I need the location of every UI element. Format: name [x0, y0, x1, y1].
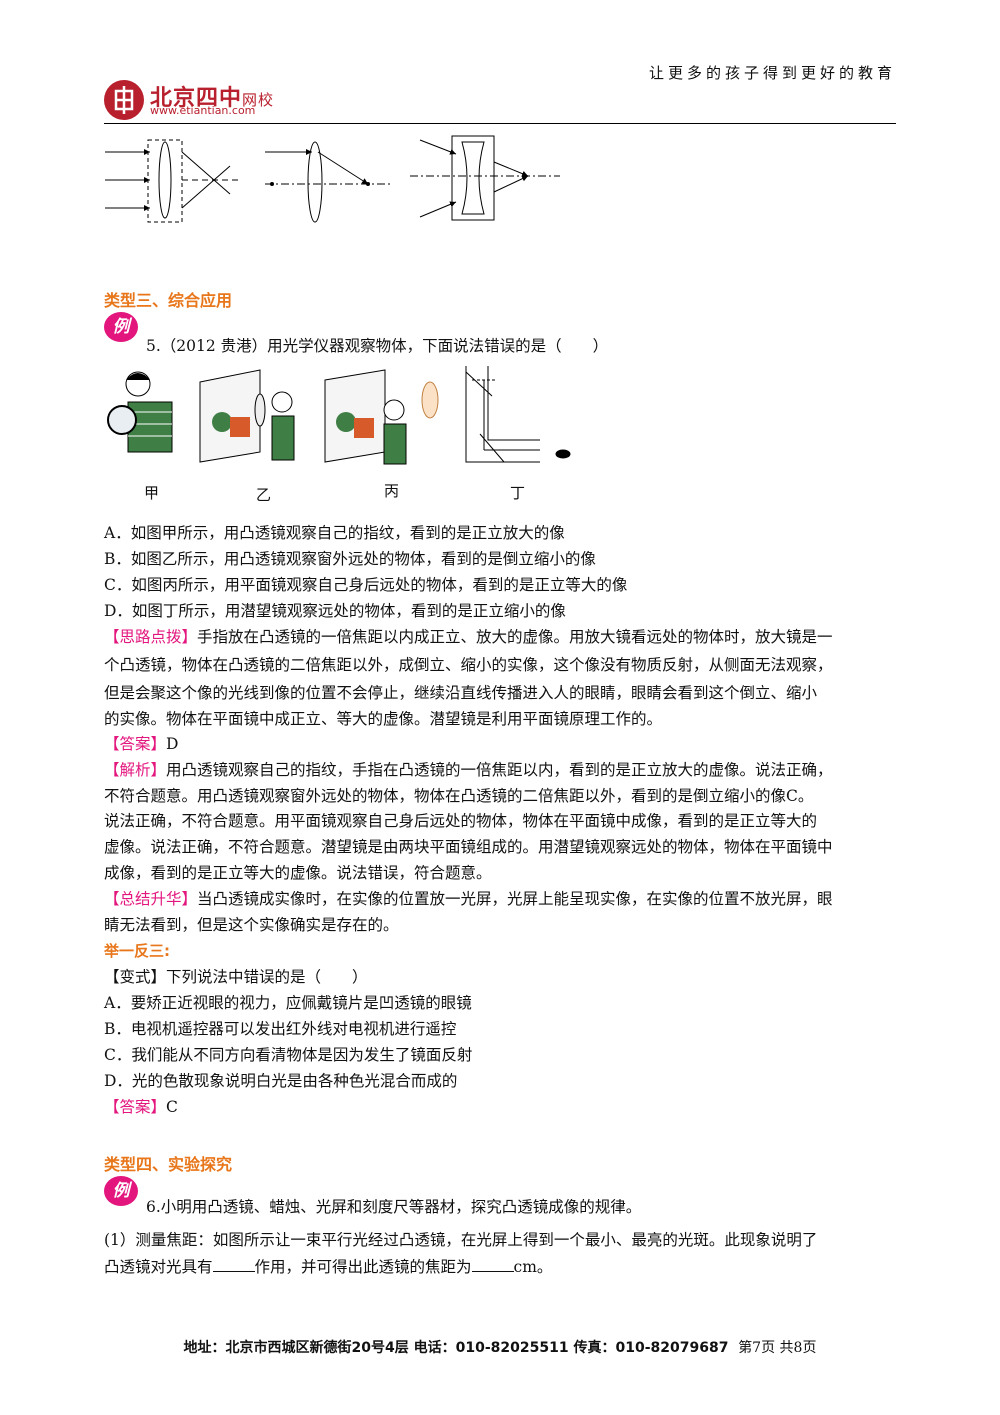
analysis-line-4: 虚像。说法正确，不符合题意。潜望镜是由两块平面镜组成的。用潜望镜观察远处的物体，…: [104, 838, 833, 856]
hint-line-2: 个凸透镜，物体在凸透镜的二倍焦距以外，成倒立、缩小的实像，这个像没有物质反射，从…: [104, 656, 833, 674]
analysis-line-5: 成像，看到的是正立等大的虚像。说法错误，符合题意。: [104, 864, 492, 882]
summary-tag: 【总结升华】: [104, 890, 198, 908]
caption-yi: 乙: [256, 486, 272, 504]
concave-lens-box-diagram: [410, 135, 560, 221]
caption-bing: 丙: [384, 482, 400, 500]
q6-part1-line-1: (1）测量焦距：如图所示让一束平行光经过凸透镜，在光屏上得到一个最小、最亮的光斑…: [104, 1231, 818, 1249]
hint-line-1: 【思路点拨】手指放在凸透镜的一倍焦距以内成正立、放大的虚像。用放大镜看远处的物体…: [104, 628, 833, 646]
example-badge-2: 例: [104, 1176, 138, 1206]
variant-option-b: B．电视机遥控器可以发出红外线对电视机进行遥控: [104, 1020, 457, 1038]
variant-option-c: C．我们能从不同方向看清物体是因为发生了镜面反射: [104, 1046, 473, 1064]
boy-magnifier-illustration: [107, 371, 173, 453]
logo-emblem-icon: [104, 80, 144, 120]
answer-blank-1[interactable]: [212, 1257, 255, 1272]
answer-line: 【答案】D: [104, 735, 179, 753]
analysis-tag: 【解析】: [104, 761, 167, 779]
logo-url: www.etiantian.com: [150, 104, 256, 117]
variant-answer-tag: 【答案】: [104, 1098, 167, 1116]
analysis-line-2: 不符合题意。用凸透镜观察窗外远处的物体，物体在凸透镜的二倍焦距以外，看到的是倒立…: [104, 787, 814, 805]
logo-name: 北京四中网校: [150, 85, 275, 111]
variant-answer-line: 【答案】C: [104, 1098, 178, 1116]
example-badge: 例: [104, 312, 138, 342]
option-a: A．如图甲所示，用凸透镜观察自己的指纹，看到的是正立放大的像: [104, 524, 565, 542]
variant-option-d: D．光的色散现象说明白光是由各种色光混合而成的: [104, 1072, 458, 1090]
variant-option-a: A．要矫正近视眼的视力，应佩戴镜片是凹透镜的眼镜: [104, 994, 472, 1012]
window-convex-lens-illustration: [199, 369, 295, 463]
analysis-line-1: 【解析】用凸透镜观察自己的指纹，手指在凸透镜的一倍焦距以内，看到的是正立放大的虚…: [104, 761, 833, 779]
convex-lens-box-diagram: [105, 139, 240, 223]
section3-title: 类型三、综合应用: [104, 291, 233, 310]
window-mirror-illustration: [324, 369, 439, 465]
option-c: C．如图丙所示，用平面镜观察自己身后远处的物体，看到的是正立等大的像: [104, 576, 628, 594]
caption-ding: 丁: [510, 484, 526, 502]
option-d: D．如图丁所示，用潜望镜观察远处的物体，看到的是正立缩小的像: [104, 602, 566, 620]
lens-diagrams: [105, 135, 560, 223]
convex-lens-focus-diagram: [265, 141, 390, 223]
answer-blank-2[interactable]: [471, 1257, 514, 1272]
variant-question: 【变式】下列说法中错误的是（ ）: [104, 968, 368, 986]
question-5: 5.（2012 贵港）用光学仪器观察物体，下面说法错误的是（ ）: [146, 337, 609, 355]
footer-address: 地址：北京市西城区新德街20号4层 电话：010-82025511 传真：010…: [183, 1340, 729, 1356]
variant-tag: 【变式】: [104, 968, 167, 986]
periscope-diagram: [465, 366, 571, 463]
answer-tag: 【答案】: [104, 735, 167, 753]
optical-instrument-illustrations: [107, 366, 571, 465]
variant-heading: 举一反三:: [104, 942, 170, 960]
caption-jia: 甲: [144, 484, 160, 502]
hint-line-4: 的实像。物体在平面镜中成正立、等大的虚像。潜望镜是利用平面镜原理工作的。: [104, 710, 663, 728]
header-rule: [104, 123, 896, 124]
page-footer: 地址：北京市西城区新德街20号4层 电话：010-82025511 传真：010…: [0, 1337, 1000, 1357]
analysis-line-3: 说法正确，不符合题意。用平面镜观察自己身后远处的物体，物体在平面镜中成像，看到的…: [104, 812, 818, 830]
summary-line-2: 睛无法看到，但是这个实像确实是存在的。: [104, 916, 399, 934]
hint-line-3: 但是会聚这个像的光线到像的位置不会停止，继续沿直线传播进入人的眼睛，眼睛会看到这…: [104, 684, 818, 702]
option-b: B．如图乙所示，用凸透镜观察窗外远处的物体，看到的是倒立缩小的像: [104, 550, 596, 568]
footer-page: 第7页 共8页: [738, 1340, 817, 1356]
header-slogan: 让更多的孩子得到更好的教育: [648, 64, 896, 82]
hint-tag: 【思路点拨】: [104, 628, 198, 646]
summary-line-1: 【总结升华】当凸透镜成实像时，在实像的位置放一光屏，光屏上能呈现实像，在实像的位…: [104, 890, 833, 908]
question-6: 6.小明用凸透镜、蜡烛、光屏和刻度尺等器材，探究凸透镜成像的规律。: [146, 1198, 642, 1216]
section4-title: 类型四、实验探究: [104, 1155, 233, 1174]
